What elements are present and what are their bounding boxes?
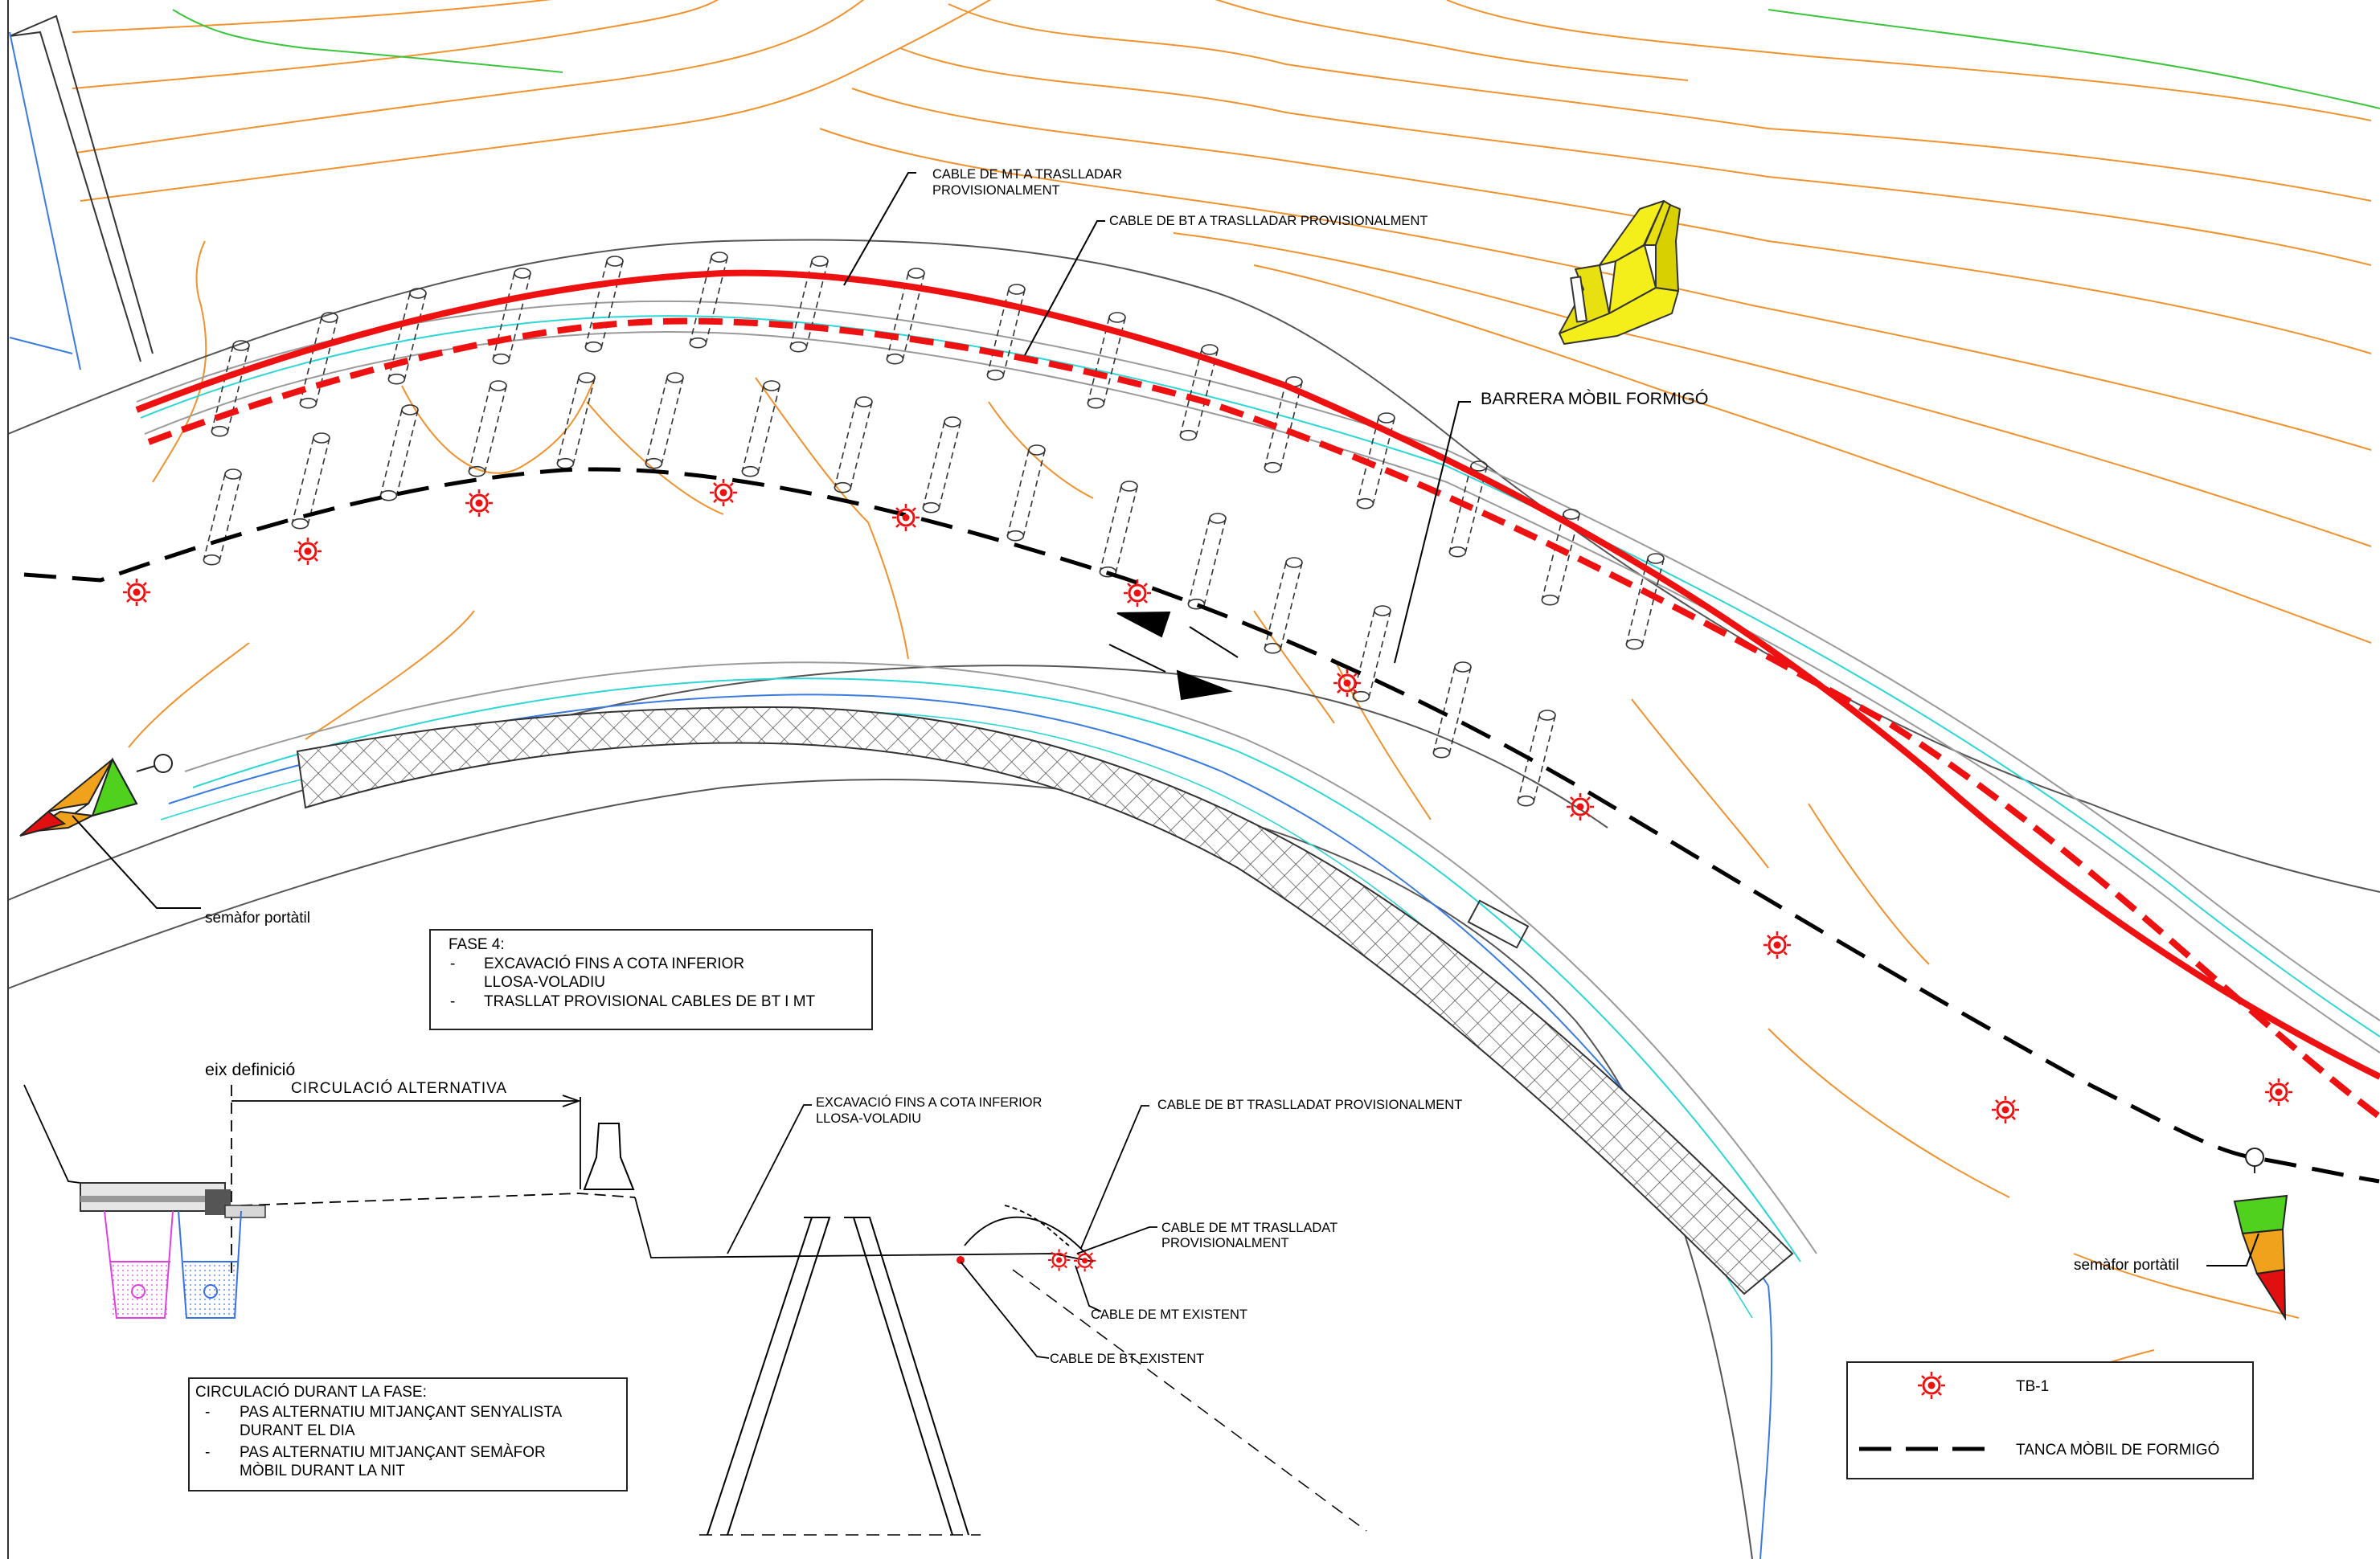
mt-cable-label-2: PROVISIONALMENT [932,183,1060,198]
pile [1187,513,1227,610]
section-barrier-icon [583,1123,635,1190]
circulation-item-2-line2: MÒBIL DURANT LA NIT [240,1462,405,1479]
boundary-lines [172,9,2380,109]
hatched-slab [296,706,1794,1295]
concrete-barrier-line [23,467,2380,1184]
pile [1179,344,1219,441]
circulation-dash-2: - [205,1444,210,1461]
pile [1352,605,1391,702]
mt-existing-label: CABLE DE MT EXISTENT [1091,1307,1247,1322]
phase-item-1-line2: LLOSA-VOLADIU [484,974,605,991]
phase-title: FASE 4: [449,936,505,953]
phase-item-2: TRASLLAT PROVISIONAL CABLES DE BT I MT [484,993,816,1010]
leader-lines [72,172,2259,1266]
small-box [1467,899,1530,949]
pile [203,469,242,566]
mt-relocated-label: CABLE DE MT TRASLLADAT [1161,1221,1337,1235]
plan-labels: CABLE DE MT A TRASLLADAR PROVISIONALMENT… [205,167,2179,1274]
legend: TB-1 TANCA MÒBIL DE FORMIGÓ [1846,1361,2254,1479]
circulation-item-2: PAS ALTERNATIU MITJANÇANT SEMÀFOR [240,1444,546,1461]
circulation-item-1: PAS ALTERNATIU MITJANÇANT SENYALISTA [240,1404,563,1421]
bt-existing-label: CABLE DE BT EXISTENT [1050,1352,1204,1366]
pavement [80,1182,266,1218]
pile [556,372,596,469]
pile [1264,557,1303,654]
excavation-label-2: LLOSA-VOLADIU [816,1111,921,1126]
trench-magenta [104,1210,174,1319]
mt-cable-line [135,269,2380,1080]
pile [741,380,780,477]
pile [1264,376,1303,473]
barrier-label: BARRERA MÒBIL FORMIGÓ [1481,388,1709,408]
upper-boundaries [9,14,154,370]
pile [387,288,427,385]
legend-tanca-label: TANCA MÒBIL DE FORMIGÓ [2016,1441,2219,1459]
plan-view [7,0,2380,1559]
circulation-item-1-line2: DURANT EL DIA [240,1422,355,1439]
traffic-light-label-left: semàfor portàtil [205,910,310,927]
trench-blue [178,1210,242,1319]
axis-label: eix definició [205,1060,295,1079]
pile [291,432,330,530]
bt-cable-line [147,317,2380,1120]
pile [584,256,624,353]
phase-item-1: EXCAVACIÓ FINS A COTA INFERIOR [484,955,744,972]
terrain-contours [72,0,2372,1415]
circulation-title: CIRCULACIÓ DURANT LA FASE: [195,1383,427,1401]
circulation-dash-1: - [205,1404,210,1421]
pile [1006,444,1046,542]
cross-section: eix definició CIRCULACIÓ ALTERNATIVA [23,1060,1462,1536]
mt-cable-label: CABLE DE MT A TRASLLADAR [932,167,1122,182]
phase-dash-1: - [450,955,455,972]
portable-traffic-light-icon [2233,1148,2288,1321]
alternate-traffic-label: CIRCULACIÓ ALTERNATIVA [291,1079,507,1097]
pile [922,416,961,514]
phase-box: FASE 4: - EXCAVACIÓ FINS A COTA INFERIOR… [429,929,873,1030]
mt-relocated-label-2: PROVISIONALMENT [1161,1236,1289,1250]
concrete-barrier-icon [1559,200,1681,345]
legend-tb1-label: TB-1 [2016,1378,2049,1395]
phase-dash-2: - [450,993,455,1010]
pile [1099,481,1138,578]
pile [379,404,419,501]
bt-relocated-label: CABLE DE BT TRASLLADAT PROVISIONALMENT [1157,1098,1462,1112]
circulation-box: CIRCULACIÓ DURANT LA FASE: - PAS ALTERNA… [188,1377,628,1491]
pile [211,340,250,437]
two-way-arrow-icon [1108,611,1239,701]
pile [834,396,873,493]
excavation-label: EXCAVACIÓ FINS A COTA INFERIOR [816,1095,1043,1110]
traffic-light-label-right: semàfor portàtil [2074,1257,2179,1274]
section-cables [957,1248,1097,1273]
pile [1432,661,1472,759]
section-leaders [727,1104,1157,1359]
pile [645,372,684,469]
pile [468,380,507,477]
portable-traffic-light-icon [19,754,173,837]
pile [1517,710,1556,807]
bt-cable-label: CABLE DE BT A TRASLLADAR PROVISIONALMENT [1109,214,1428,228]
section-piles [699,1217,1367,1536]
pile [492,268,531,365]
pile [1625,553,1665,650]
